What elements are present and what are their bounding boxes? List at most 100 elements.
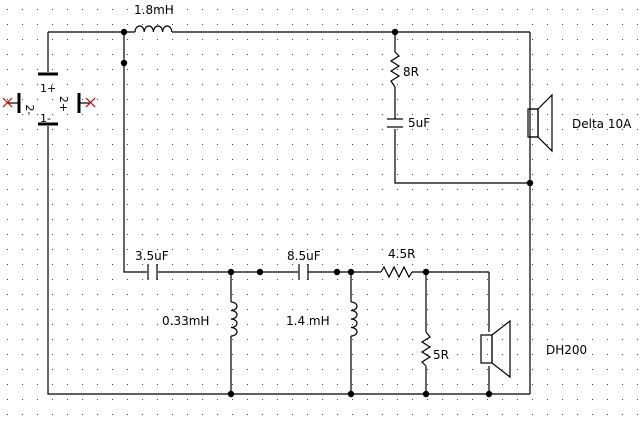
- capacitor-icon[interactable]: 5uF: [387, 116, 430, 130]
- grid-dot: [127, 174, 128, 175]
- grid-dot: [7, 24, 8, 25]
- grid-dot: [232, 54, 233, 55]
- grid-dot: [472, 174, 473, 175]
- grid-dot: [592, 339, 593, 340]
- inductor-icon[interactable]: 0.33mH: [162, 301, 238, 337]
- grid-dot: [442, 144, 443, 145]
- grid-dot: [277, 219, 278, 220]
- grid-dot: [622, 234, 623, 235]
- grid-dot: [397, 399, 398, 400]
- grid-dot: [277, 339, 278, 340]
- grid-dot: [487, 294, 488, 295]
- grid-dot: [142, 189, 143, 190]
- grid-dot: [562, 39, 563, 40]
- inductor-icon[interactable]: 1.4 mH: [286, 301, 358, 337]
- capacitor-icon[interactable]: 8.5uF: [287, 249, 321, 280]
- grid-dot: [307, 159, 308, 160]
- grid-dot: [82, 159, 83, 160]
- inductor-icon[interactable]: 1.8mH: [134, 3, 174, 33]
- grid-dot: [622, 354, 623, 355]
- grid-dot: [292, 294, 293, 295]
- grid-dot: [37, 399, 38, 400]
- grid-dot: [292, 219, 293, 220]
- grid-dot: [577, 384, 578, 385]
- grid-dot: [187, 84, 188, 85]
- grid-dot: [427, 204, 428, 205]
- grid-dot: [577, 339, 578, 340]
- grid-dot: [427, 69, 428, 70]
- grid-dot: [232, 129, 233, 130]
- grid-dot: [37, 9, 38, 10]
- grid-dot: [82, 69, 83, 70]
- junction-dot: [391, 28, 399, 36]
- resistor-icon[interactable]: 8R: [389, 51, 419, 88]
- grid-dot: [67, 399, 68, 400]
- grid-dot: [352, 174, 353, 175]
- grid-dot: [487, 174, 488, 175]
- grid-dot: [367, 354, 368, 355]
- grid-dot: [112, 99, 113, 100]
- resistor-icon[interactable]: 4.5R: [380, 247, 415, 279]
- grid-dot: [127, 24, 128, 25]
- pin-label-1-minus: 1-: [40, 112, 51, 125]
- grid-dot: [322, 399, 323, 400]
- grid-dot: [457, 249, 458, 250]
- grid-dot: [352, 354, 353, 355]
- grid-dot: [7, 414, 8, 415]
- grid-dot: [397, 69, 398, 70]
- grid-dot: [217, 84, 218, 85]
- grid-dot: [52, 129, 53, 130]
- grid-dot: [172, 369, 173, 370]
- grid-dot: [22, 99, 23, 100]
- grid-dot: [202, 414, 203, 415]
- grid-dot: [412, 309, 413, 310]
- grid-dot: [577, 204, 578, 205]
- grid-dot: [232, 39, 233, 40]
- grid-dot: [262, 249, 263, 250]
- grid-dot: [127, 264, 128, 265]
- grid-dot: [457, 99, 458, 100]
- grid-dot: [622, 69, 623, 70]
- grid-dot: [592, 129, 593, 130]
- grid-dot: [97, 159, 98, 160]
- grid-dot: [202, 324, 203, 325]
- grid-dot: [382, 384, 383, 385]
- grid-dot: [547, 339, 548, 340]
- grid-dot: [427, 399, 428, 400]
- grid-dot: [232, 384, 233, 385]
- grid-dot: [532, 219, 533, 220]
- grid-dot: [322, 354, 323, 355]
- grid-dot: [217, 114, 218, 115]
- speaker-icon[interactable]: DH200: [480, 319, 587, 379]
- grid-dot: [172, 384, 173, 385]
- grid-dot: [427, 249, 428, 250]
- grid-dot: [592, 324, 593, 325]
- grid-dot: [22, 84, 23, 85]
- grid-dot: [307, 249, 308, 250]
- grid-dot: [562, 84, 563, 85]
- grid-dot: [382, 264, 383, 265]
- resistor-icon[interactable]: 5R: [420, 331, 449, 367]
- grid-dot: [187, 309, 188, 310]
- grid-dot: [82, 309, 83, 310]
- grid-dot: [37, 174, 38, 175]
- capacitor-icon[interactable]: 3.5uF: [135, 249, 169, 280]
- speaker-icon[interactable]: Delta 10A: [527, 93, 632, 153]
- grid-dot: [67, 174, 68, 175]
- grid-dot: [427, 129, 428, 130]
- junction-dot: [256, 268, 264, 276]
- grid-dot: [592, 39, 593, 40]
- grid-dot: [187, 9, 188, 10]
- grid-dot: [517, 399, 518, 400]
- grid-dot: [607, 189, 608, 190]
- grid-dot: [562, 174, 563, 175]
- grid-dot: [307, 384, 308, 385]
- grid-dot: [82, 189, 83, 190]
- grid-dot: [262, 204, 263, 205]
- grid-dot: [172, 294, 173, 295]
- grid-dot: [322, 39, 323, 40]
- grid-dot: [232, 249, 233, 250]
- grid-dot: [322, 24, 323, 25]
- grid-dot: [172, 324, 173, 325]
- grid-dot: [532, 114, 533, 115]
